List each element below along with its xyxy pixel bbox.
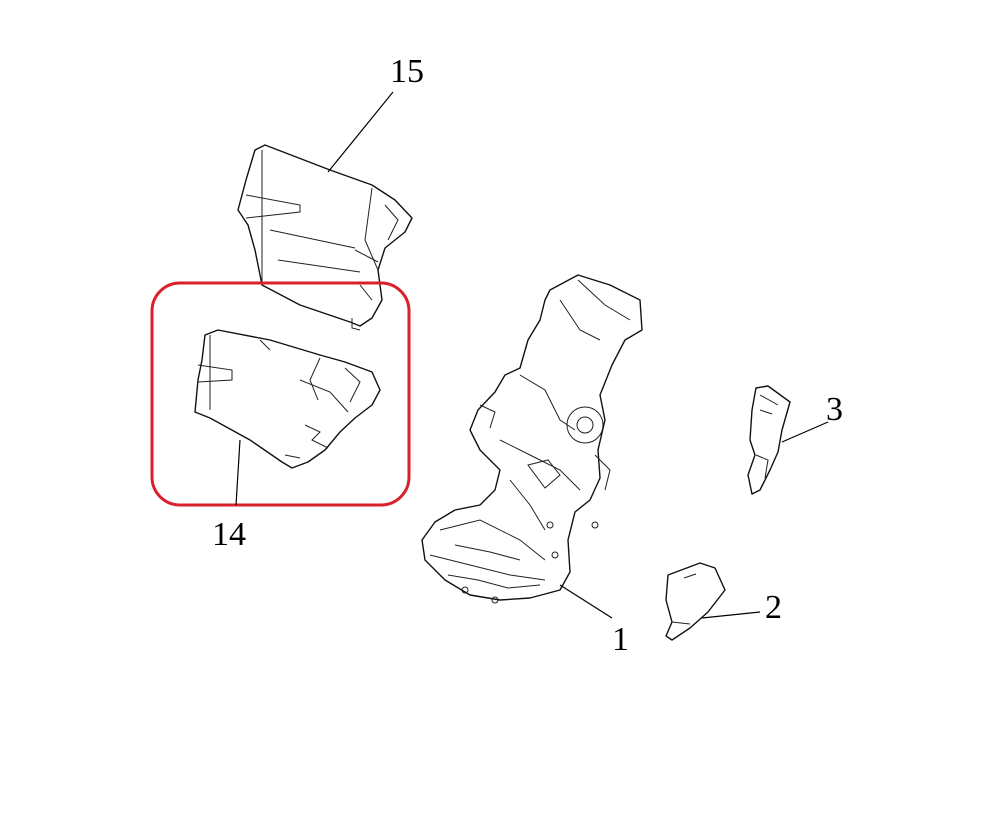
leader-line-1 <box>559 584 613 619</box>
leader-line-3 <box>781 421 829 443</box>
callout-14: 14 <box>212 516 246 553</box>
highlight-box <box>150 281 411 507</box>
part-14-inner-panel[interactable] <box>194 329 381 469</box>
callout-1: 1 <box>612 621 629 658</box>
leader-line-15 <box>327 91 394 173</box>
callout-15: 15 <box>390 53 424 90</box>
callout-2: 2 <box>765 589 782 626</box>
leader-line-14 <box>235 439 241 506</box>
part-15-inner-panel[interactable] <box>237 144 413 331</box>
callout-3: 3 <box>826 391 843 428</box>
leader-line-2 <box>701 611 761 619</box>
part-2-lower-trim[interactable] <box>665 562 726 641</box>
part-3-side-trim[interactable] <box>747 385 791 495</box>
part-1-front-frame[interactable] <box>421 274 643 604</box>
